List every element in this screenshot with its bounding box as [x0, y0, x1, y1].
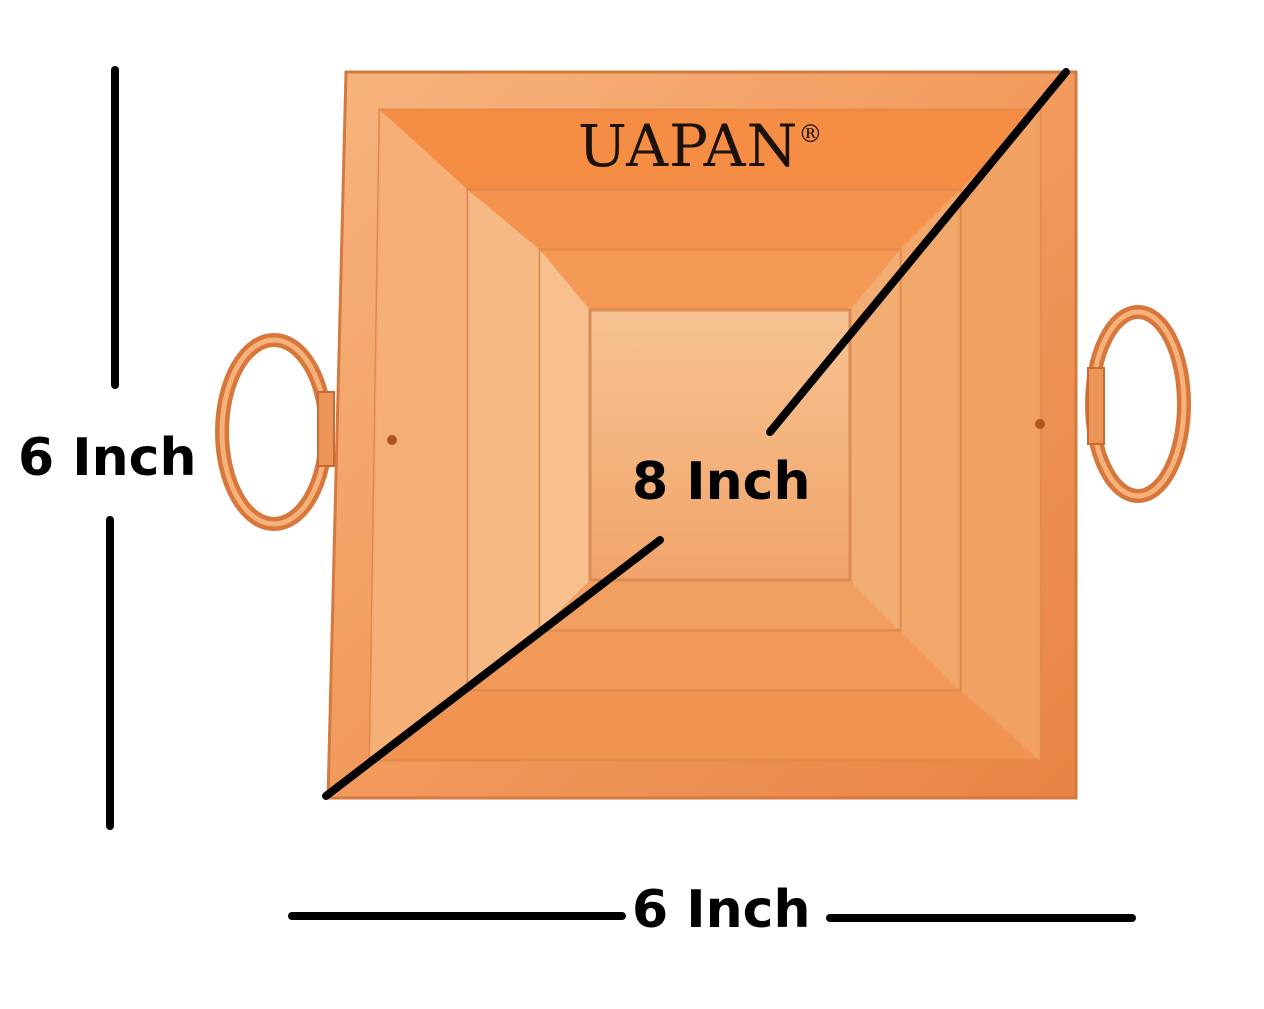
registered-mark: ®: [798, 120, 824, 148]
height-label: 6 Inch: [18, 428, 197, 488]
dimension-width-line: [288, 912, 1136, 922]
dimension-height-line: [106, 66, 119, 830]
right-ring-handle: [1085, 305, 1191, 503]
brand-logo: UAPAN®: [578, 112, 823, 180]
dimension-diagonal-line: [322, 68, 1070, 800]
width-label: 6 Inch: [632, 880, 811, 940]
brand-name: UAPAN: [578, 112, 799, 180]
tray-body: [326, 70, 1078, 800]
diagonal-label: 8 Inch: [632, 452, 811, 512]
left-ring-handle: [215, 333, 335, 531]
